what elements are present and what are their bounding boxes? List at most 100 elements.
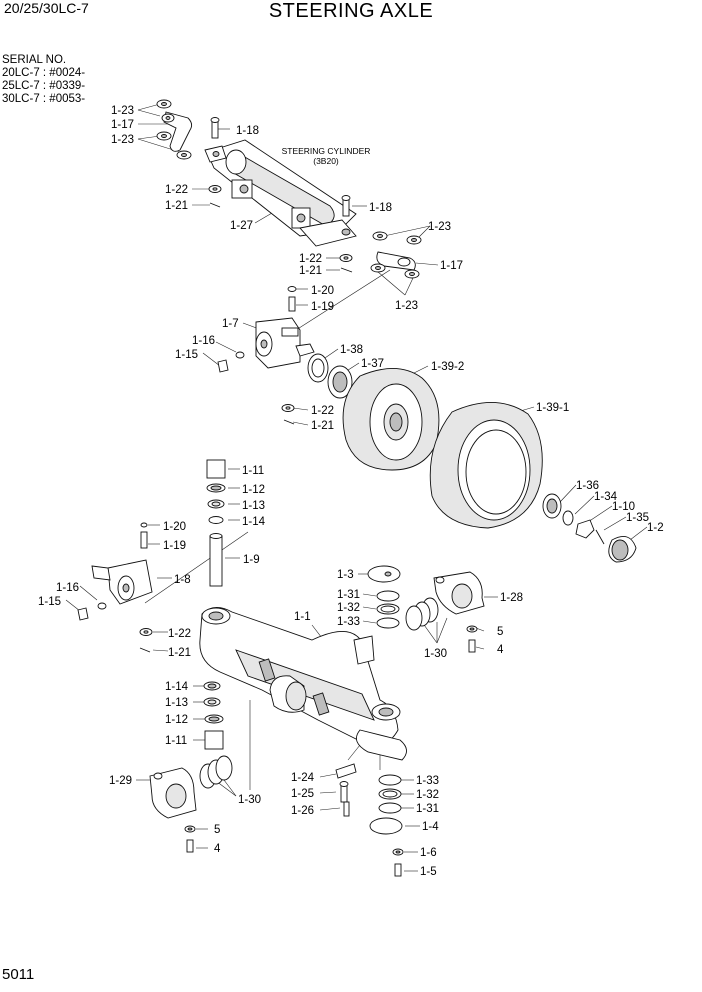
- callout-label: 1-7: [222, 318, 239, 330]
- bearing-seal-upper: [281, 353, 353, 425]
- callout-label: 1-15: [175, 349, 198, 361]
- callout-label: 1-29: [109, 775, 132, 787]
- callout-label: 1-31: [416, 803, 439, 815]
- callout-labels: 1-23 1-17 1-23 1-18 1-22 1-21 1-27 1-18 …: [38, 105, 664, 878]
- serial-row: 30LC-7 : #0053-: [2, 93, 86, 105]
- callout-label: 1-18: [369, 202, 392, 214]
- callout-label: 1-12: [242, 484, 265, 496]
- callout-label: 4: [214, 843, 221, 855]
- callout-label: 1-22: [299, 253, 322, 265]
- lock-plate-parts: [335, 763, 357, 817]
- callout-label: 1-36: [576, 480, 599, 492]
- callout-label: 1-1: [294, 611, 311, 623]
- callout-label: 1-17: [111, 119, 134, 131]
- tie-rod-link-upper: [156, 99, 193, 160]
- callout-label: 1-16: [56, 582, 79, 594]
- callout-label: 1-22: [165, 184, 188, 196]
- callout-label: 1-31: [337, 589, 360, 601]
- callout-label: 1-37: [361, 358, 384, 370]
- callout-label: 1-35: [626, 512, 649, 524]
- callout-label: 1-11: [165, 735, 187, 747]
- callout-label: 1-28: [500, 592, 523, 604]
- callout-label: 1-24: [291, 772, 315, 784]
- callout-label: 1-26: [291, 805, 314, 817]
- tire-left: [342, 368, 440, 471]
- callout-label: 1-4: [422, 821, 439, 833]
- callout-label: 4: [497, 644, 504, 656]
- steering-knuckle-upper: [217, 286, 315, 373]
- callout-label: 1-14: [165, 681, 189, 693]
- tire-right: [429, 402, 543, 529]
- callout-label: 1-34: [594, 491, 618, 503]
- callout-label: 1-39-2: [431, 361, 464, 373]
- cap-plate-upper: [367, 565, 401, 629]
- serial-row: 20LC-7 : #0024-: [2, 67, 86, 79]
- callout-label: 1-13: [242, 500, 265, 512]
- callout-label: 1-23: [395, 300, 418, 312]
- callout-label: 1-30: [238, 794, 261, 806]
- serial-heading: SERIAL NO.: [2, 54, 67, 66]
- axle-beam: [199, 607, 407, 761]
- callout-label: 1-2: [647, 522, 664, 534]
- steering-cylinder: [204, 139, 357, 247]
- axle-bracket-right: [405, 571, 485, 653]
- callout-label: 1-5: [420, 866, 437, 878]
- callout-label: 1-27: [230, 220, 253, 232]
- callout-label: 1-15: [38, 596, 61, 608]
- clevis-pin-right: [341, 195, 351, 217]
- callout-label: 1-17: [440, 260, 463, 272]
- callout-label: 1-32: [416, 789, 439, 801]
- callout-label: 1-3: [337, 569, 354, 581]
- cap-plate-lower: [369, 774, 404, 877]
- clevis-pin: [210, 117, 220, 139]
- axle-bracket-left: [149, 755, 233, 853]
- callout-label: 1-39-1: [536, 402, 569, 414]
- washer-pin-upper: [208, 185, 222, 208]
- page-title: STEERING AXLE: [268, 0, 434, 22]
- callout-label: 1-25: [291, 788, 314, 800]
- callout-label: 1-10: [612, 501, 635, 513]
- callout-label: 1-9: [243, 554, 260, 566]
- callout-label: 1-14: [242, 516, 266, 528]
- serial-info: SERIAL NO. 20LC-7 : #0024- 25LC-7 : #033…: [2, 54, 85, 106]
- callout-label: 1-33: [416, 775, 439, 787]
- callout-label: 1-21: [165, 200, 188, 212]
- callout-label: 1-23: [111, 105, 134, 117]
- callout-label: 1-18: [236, 125, 259, 137]
- callout-label: 1-20: [163, 521, 186, 533]
- callout-label: 1-19: [163, 540, 186, 552]
- callout-label: 5: [497, 626, 503, 638]
- callout-label: 1-38: [340, 344, 363, 356]
- callout-label: 1-32: [337, 602, 360, 614]
- cylinder-caption: STEERING CYLINDER: [282, 146, 371, 156]
- callout-label: 1-33: [337, 616, 360, 628]
- callout-label: 1-30: [424, 648, 447, 660]
- callout-label: 1-13: [165, 697, 188, 709]
- leader-lines: [65, 103, 648, 872]
- callout-label: 1-19: [311, 301, 334, 313]
- callout-label: 1-6: [420, 847, 437, 859]
- callout-label: 1-23: [428, 221, 451, 233]
- callout-label: 1-23: [111, 134, 134, 146]
- callout-label: 1-11: [242, 465, 264, 477]
- page-number: 5011: [2, 966, 35, 983]
- callout-label: 5: [214, 824, 220, 836]
- hub-parts: [542, 493, 637, 563]
- callout-label: 1-16: [192, 335, 215, 347]
- callout-label: 1-12: [165, 714, 188, 726]
- cylinder-caption-code: (3B20): [313, 156, 339, 166]
- serial-row: 25LC-7 : #0339-: [2, 80, 86, 92]
- model-code: 20/25/30LC-7: [4, 0, 89, 16]
- kingpin-lower-stack: [206, 459, 226, 587]
- steering-knuckle-lower: [77, 522, 153, 653]
- callout-label: 1-20: [311, 285, 334, 297]
- callout-label: 1-22: [311, 405, 334, 417]
- callout-label: 1-21: [299, 265, 322, 277]
- callout-label: 1-21: [168, 647, 191, 659]
- tie-rod-link-right: [339, 231, 422, 279]
- callout-label: 1-21: [311, 420, 334, 432]
- kingpin-lower-left: [203, 681, 224, 750]
- callout-label: 1-22: [168, 628, 191, 640]
- callout-label: 1-8: [174, 574, 191, 586]
